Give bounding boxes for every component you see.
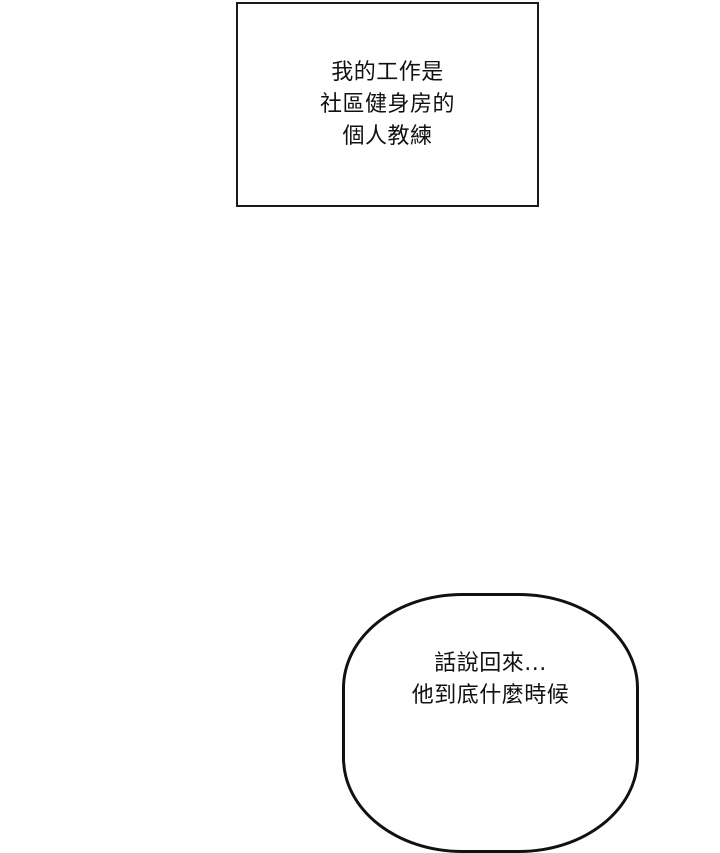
speech-line-1: 話說回來... [434,651,547,676]
caption-line-2: 社區健身房的 [319,91,455,117]
caption-line-3: 個人教練 [342,123,433,149]
narration-caption-box: 我的工作是 社區健身房的 個人教練 [236,2,539,207]
caption-line-1: 我的工作是 [331,59,444,85]
speech-bubble-text: 話說回來... 他到底什麼時候 [345,648,636,712]
speech-line-2: 他到底什麼時候 [411,683,570,708]
speech-bubble: 話說回來... 他到底什麼時候 [342,593,639,853]
